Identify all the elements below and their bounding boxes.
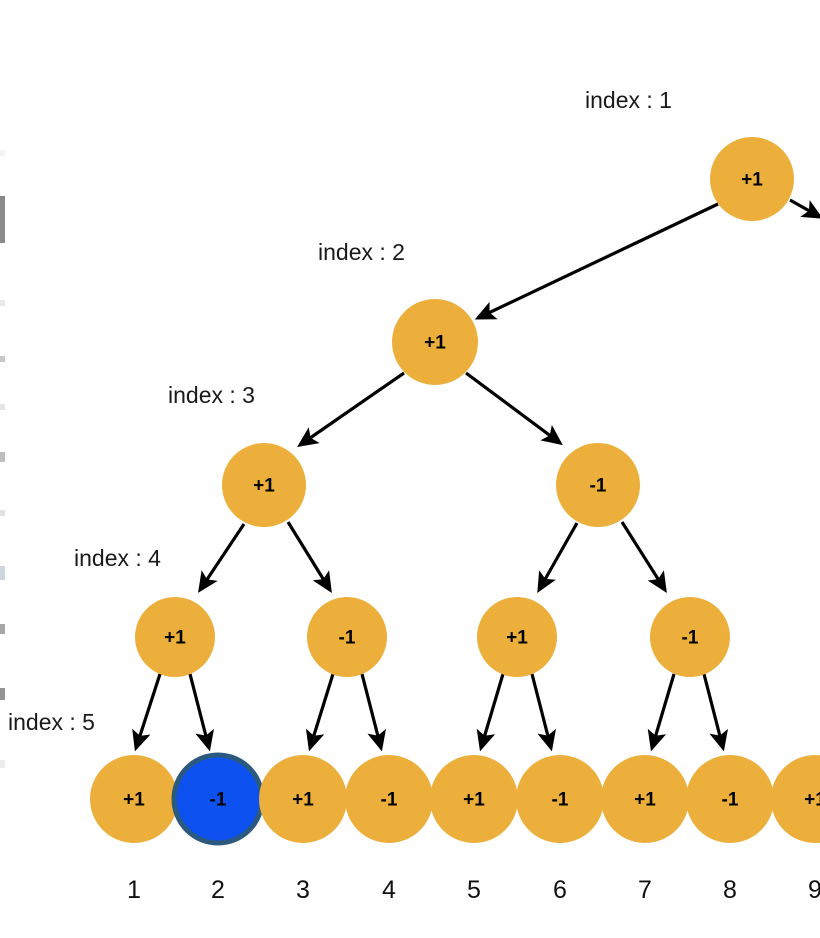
tree-node[interactable]: +1 — [259, 755, 347, 843]
node-value-label: +1 — [123, 790, 145, 811]
leaf-index-number: 7 — [638, 876, 652, 904]
leaf-index-number: 3 — [296, 876, 310, 904]
tree-edge — [647, 673, 676, 752]
node-value-label: +1 — [253, 476, 275, 497]
node-circle[interactable] — [601, 755, 689, 843]
tree-edge — [132, 673, 162, 752]
tree-node[interactable]: -1 — [650, 597, 730, 677]
tree-edge — [198, 523, 246, 593]
tree-edge — [305, 673, 335, 752]
index-label: index : 2 — [318, 239, 405, 265]
node-value-label: +1 — [292, 790, 314, 811]
tree-edge — [286, 521, 332, 593]
node-value-label: -1 — [590, 476, 607, 497]
node-circle[interactable] — [135, 597, 215, 677]
node-value-label: +1 — [506, 628, 528, 649]
node-value-label: +1 — [463, 790, 485, 811]
tree-node[interactable]: +1 — [222, 443, 306, 527]
tree-edge — [476, 673, 505, 752]
index-label: index : 3 — [168, 382, 255, 408]
leaf-number-layer: 1 2 3 4 5 6 7 8 9 — [127, 876, 820, 904]
tree-edge — [537, 522, 579, 594]
node-value-label: +1 — [804, 790, 820, 811]
leaf-index-number: 5 — [467, 876, 481, 904]
tree-edge — [465, 371, 563, 446]
tree-node[interactable]: +1 — [430, 755, 518, 843]
leaf-index-number: 4 — [382, 876, 396, 904]
node-circle[interactable] — [392, 299, 478, 385]
tree-node[interactable]: +1 — [392, 299, 478, 385]
tree-node[interactable]: +1 — [771, 755, 820, 843]
node-circle[interactable] — [650, 597, 730, 677]
tree-node[interactable]: +1 — [477, 597, 557, 677]
index-label: index : 4 — [74, 545, 161, 571]
tree-node[interactable]: +1 — [90, 755, 178, 843]
index-label: index : 1 — [585, 87, 672, 113]
index-label-layer: index : 1 index : 2 index : 3 index : 4 inde… — [8, 87, 672, 735]
node-value-label: +1 — [741, 170, 763, 191]
leaf-index-number: 1 — [127, 876, 141, 904]
node-value-label: -1 — [682, 628, 699, 649]
node-circle[interactable] — [345, 755, 433, 843]
node-circle[interactable] — [686, 755, 774, 843]
node-value-label: -1 — [552, 790, 569, 811]
node-value-label: +1 — [634, 790, 656, 811]
tree-edge — [789, 198, 820, 219]
node-circle[interactable] — [710, 137, 794, 221]
node-circle[interactable] — [771, 755, 820, 843]
tree-edge — [474, 202, 719, 320]
tree-edge — [620, 521, 667, 593]
node-circle[interactable] — [307, 597, 387, 677]
node-circle[interactable] — [556, 443, 640, 527]
node-circle[interactable] — [222, 443, 306, 527]
tree-edge — [297, 371, 405, 448]
node-circle[interactable] — [259, 755, 347, 843]
tree-node[interactable]: -1 — [516, 755, 604, 843]
leaf-index-number: 9 — [808, 876, 820, 904]
leaf-index-number: 8 — [723, 876, 737, 904]
tree-edge — [360, 673, 387, 752]
node-value-label: +1 — [424, 333, 446, 354]
tree-node[interactable]: +1 — [601, 755, 689, 843]
tree-node[interactable]: +1 — [135, 597, 215, 677]
node-value-label: -1 — [210, 790, 227, 811]
tree-node[interactable]: -1 — [345, 755, 433, 843]
tree-node[interactable]: -1 — [686, 755, 774, 843]
node-circle[interactable] — [477, 597, 557, 677]
edge-layer — [132, 198, 820, 752]
node-circle[interactable] — [430, 755, 518, 843]
node-value-label: -1 — [339, 628, 356, 649]
tree-edge — [188, 673, 215, 752]
tree-node[interactable]: -1 — [556, 443, 640, 527]
node-circle[interactable] — [516, 755, 604, 843]
leaf-index-number: 6 — [553, 876, 567, 904]
tree-node[interactable]: -1 — [171, 752, 265, 846]
tree-edge — [530, 673, 557, 752]
tree-node[interactable]: +1 — [710, 137, 794, 221]
node-value-label: -1 — [381, 790, 398, 811]
leaf-index-number: 2 — [211, 876, 225, 904]
left-edge-clipped-panel — [0, 0, 5, 938]
tree-edge — [702, 673, 729, 752]
node-value-label: -1 — [722, 790, 739, 811]
tree-node[interactable]: -1 — [307, 597, 387, 677]
node-layer: +1 +1 +1 -1 +1 -1 +1 -1 +1 -1 +1 -1 +1 -1 +1 -1 +1 — [90, 137, 820, 846]
node-value-label: +1 — [164, 628, 186, 649]
index-label: index : 5 — [8, 709, 95, 735]
node-circle[interactable] — [90, 755, 178, 843]
